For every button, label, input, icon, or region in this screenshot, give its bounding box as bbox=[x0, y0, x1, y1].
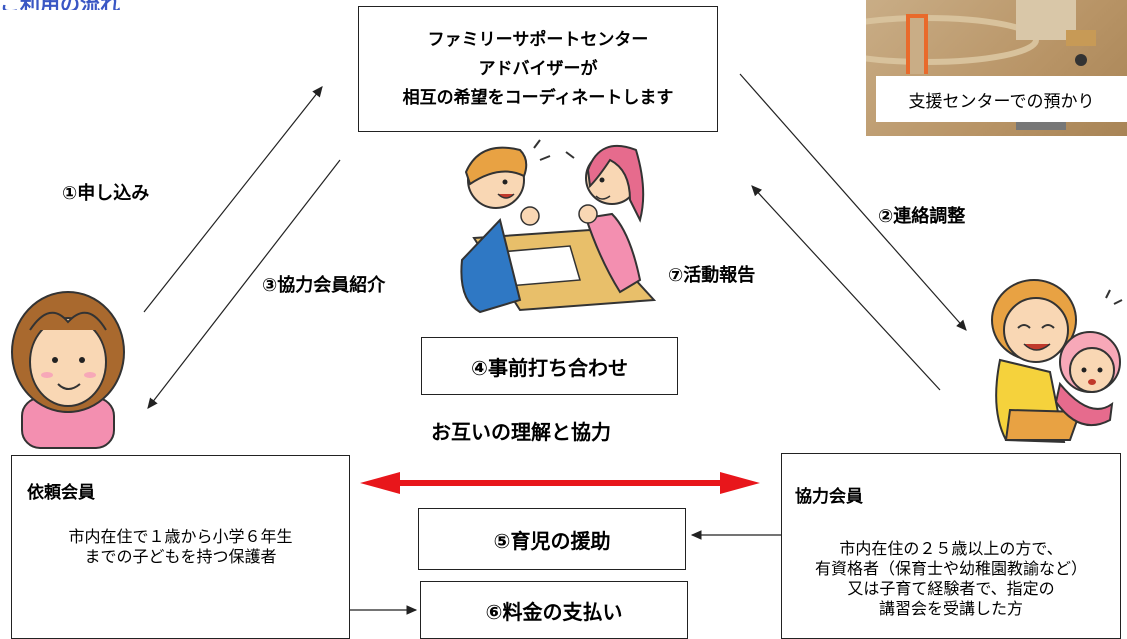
arrow-intro bbox=[147, 159, 341, 409]
helper-member-desc: 市内在住の２５歳以上の方で、 有資格者（保育士や幼稚園教諭など） 又は子育て経験… bbox=[781, 539, 1121, 619]
mother-icon bbox=[11, 291, 125, 449]
client-member-title: 依頼会員 bbox=[27, 483, 95, 503]
coordinator-box: ファミリーサポートセンター アドバイザーが 相互の希望をコーディネートします bbox=[358, 6, 718, 132]
meeting-box: ④事前打ち合わせ bbox=[421, 337, 678, 395]
client-member-desc: 市内在住で１歳から小学６年生 までの子どもを持つ保護者 bbox=[11, 527, 350, 567]
step-intro-label: ③協力会員紹介 bbox=[262, 275, 386, 296]
client-member-box bbox=[11, 455, 350, 639]
helper-member-box bbox=[781, 453, 1121, 639]
coordinator-line-3: 相互の希望をコーディネートします bbox=[402, 87, 674, 108]
helper-member-title: 協力会員 bbox=[795, 487, 863, 507]
mutual-understanding-label: お互いの理解と協力 bbox=[431, 420, 611, 444]
helper-desc-line-1: 市内在住の２５歳以上の方で、 bbox=[839, 539, 1063, 558]
client-desc-line-2: までの子どもを持つ保護者 bbox=[84, 547, 277, 566]
coordinator-line-2: アドバイザーが bbox=[478, 58, 598, 79]
step-report-label: ⑦活動報告 bbox=[668, 265, 756, 286]
arrow-report bbox=[751, 185, 941, 391]
helper-desc-line-4: 講習会を受講した方 bbox=[878, 599, 1023, 618]
payment-box: ⑥料金の支払い bbox=[420, 581, 688, 639]
advisor-meeting-icon bbox=[460, 139, 657, 314]
client-desc-line-1: 市内在住で１歳から小学６年生 bbox=[68, 527, 293, 546]
arrow-apply bbox=[143, 86, 323, 313]
helper-desc-line-3: 又は子育て経験者で、指定の bbox=[847, 579, 1055, 598]
step-contact-label: ②連絡調整 bbox=[878, 206, 966, 227]
support-box: ⑤育児の援助 bbox=[418, 508, 686, 570]
page-title: ご利用の流れ bbox=[0, 0, 200, 10]
helper-hugging-child-icon bbox=[991, 279, 1123, 444]
coordinator-line-1: ファミリーサポートセンター bbox=[427, 29, 649, 50]
photo-caption: 支援センターでの預かり bbox=[876, 76, 1127, 122]
step-apply-label: ①申し込み bbox=[62, 183, 150, 204]
arrow-contact bbox=[739, 73, 967, 331]
helper-desc-line-2: 有資格者（保育士や幼稚園教諭など） bbox=[814, 559, 1087, 578]
mutual-double-arrow bbox=[360, 472, 760, 494]
